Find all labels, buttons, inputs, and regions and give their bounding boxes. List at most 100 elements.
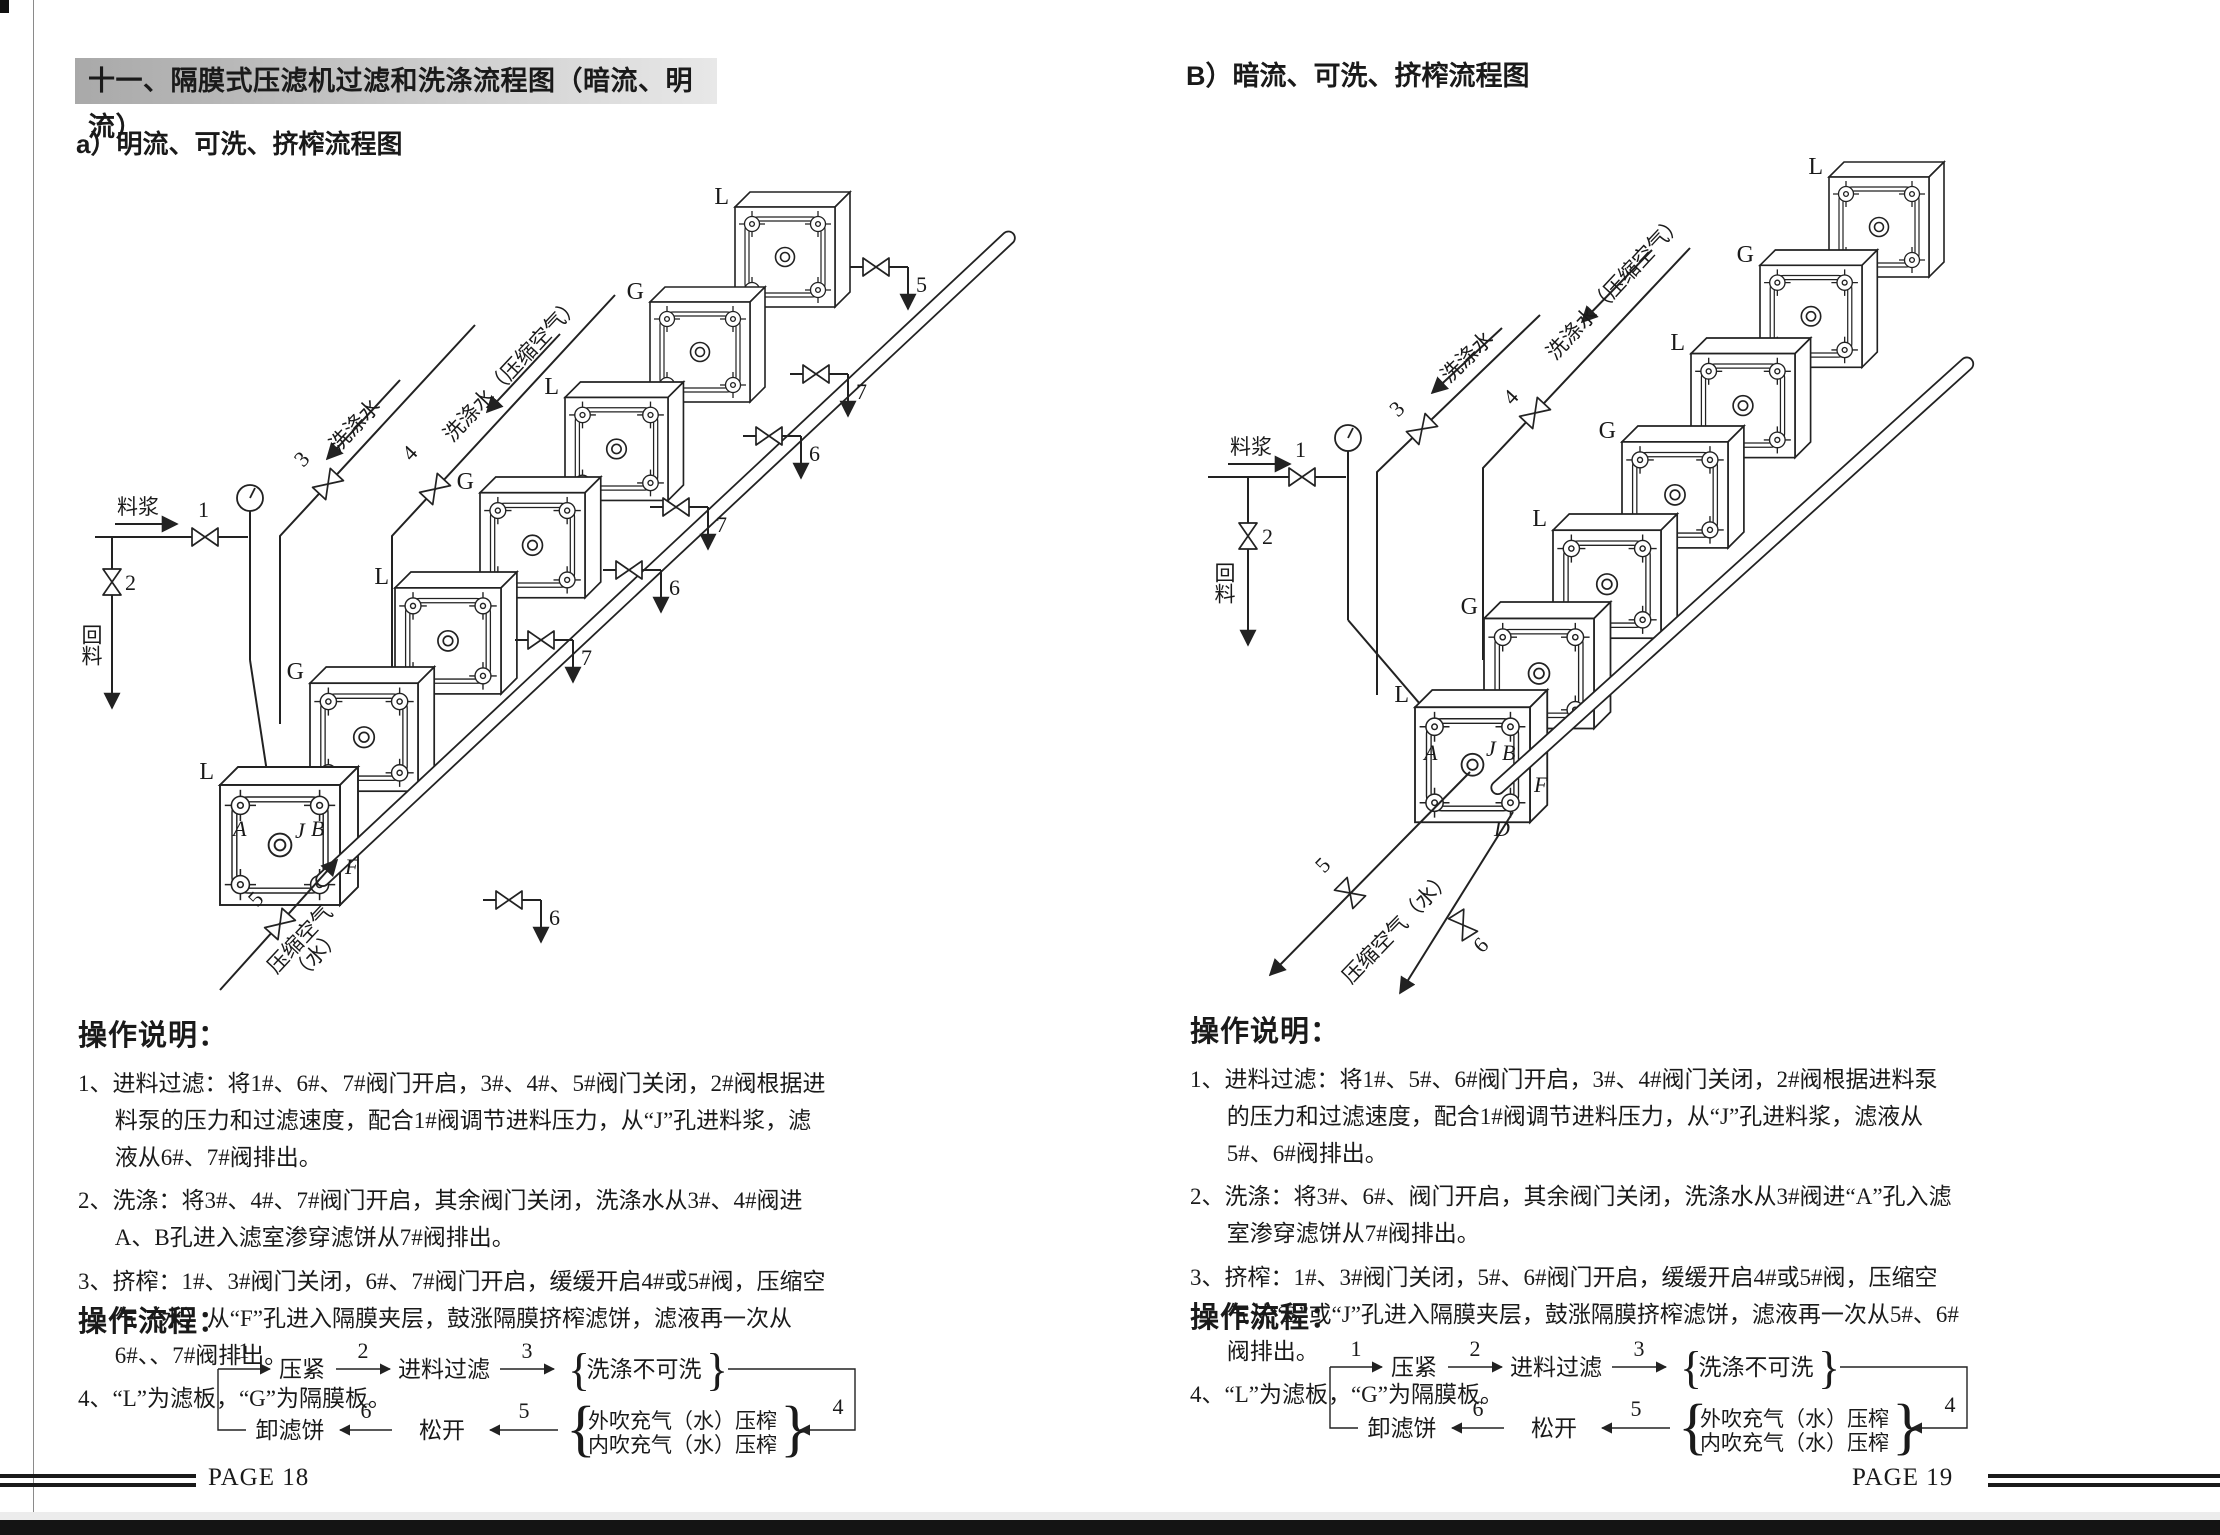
flow-chart-a: 1 2 3 4 5 6 压紧 进料过滤 { 洗涤不可洗 } 卸滤饼 松开 { 外… (217, 1338, 856, 1463)
port-j-label: J (1486, 736, 1497, 761)
flow-step-5: 5 (1631, 1396, 1642, 1421)
flow-node-wash: 洗涤不可洗 (1699, 1355, 1814, 1380)
pressure-gauge-icon (236, 484, 264, 512)
page-border-left (33, 0, 34, 1520)
plate-label: G (1461, 594, 1478, 620)
drain-valves (483, 257, 917, 944)
flow-step-4: 4 (1945, 1392, 1956, 1417)
brace-open: { (566, 1395, 596, 1463)
plate-label: G (457, 469, 474, 495)
press-beam (315, 230, 1016, 887)
brace-open: { (1678, 1393, 1708, 1461)
instruction-item: 2、洗涤：将3#、4#、7#阀门开启，其余阀门关闭，洗涤水从3#、4#阀进A、B… (78, 1188, 803, 1251)
instruction-item: 4、“L”为滤板，“G”为隔膜板。 (78, 1386, 391, 1412)
port-a-label: A (1422, 740, 1438, 765)
flow-step-3: 3 (1634, 1336, 1645, 1361)
wash-label: 洗涤水 (1436, 326, 1498, 387)
flow-step-2: 2 (358, 1338, 369, 1363)
instruction-item: 2、洗涤：将3#、6#、阀门开启，其余阀门关闭，洗涤水从3#阀进“A”孔入滤室渗… (1190, 1184, 1952, 1247)
plate-label: L (1670, 330, 1685, 356)
flow-node-squeeze-in: 内吹充气（水）压榨 (1700, 1431, 1889, 1455)
instruction-item: 3、挤榨：1#、3#阀门关闭，5#、6#阀门开启，缓缓开启4#或5#阀，压缩空气… (1190, 1264, 1959, 1364)
port-d-label: D (1493, 816, 1510, 841)
plate-label: G (287, 659, 304, 685)
drain-label: 6 (669, 575, 680, 600)
drain-label: 6 (809, 441, 820, 466)
port-j-label: J (295, 818, 306, 843)
bottom-scan-bar (0, 1520, 2220, 1535)
footer-rule (1988, 1483, 2220, 1487)
plate-label: L (714, 184, 729, 210)
valve-5-label: 5 (1310, 852, 1336, 877)
line-valves (1238, 396, 1552, 550)
instruction-item: 3、挤榨：1#、3#阀门关闭，6#、7#阀门开启，缓缓开启4#或5#阀，压缩空气… (78, 1268, 826, 1368)
flow-step-2: 2 (1470, 1336, 1481, 1361)
plate-label: L (1394, 682, 1409, 708)
footer-rule (0, 1483, 196, 1487)
flow-node-press: 压紧 (1391, 1355, 1437, 1380)
flow-node-press: 压紧 (279, 1357, 325, 1382)
plate-label: L (374, 564, 389, 590)
valve-1-label: 1 (1295, 437, 1306, 462)
reflux-label: 回料 (79, 624, 103, 666)
plate-label: G (627, 279, 644, 305)
diagram-b-title: B）暗流、可洗、挤榨流程图 (1186, 61, 1530, 91)
flow-step-1: 1 (1351, 1336, 1362, 1361)
flow-step-4: 4 (833, 1394, 844, 1419)
port-b-label: B (1502, 740, 1515, 765)
feed-piping (1208, 451, 1469, 761)
instructions-heading: 操作说明： (78, 1020, 229, 1052)
flow-node-loosen: 松开 (419, 1418, 465, 1443)
valve-1-label: 1 (198, 497, 209, 522)
feed-label: 料浆 (1230, 435, 1272, 459)
instruction-item: 4、“L”为滤板，“G”为隔膜板。 (1190, 1382, 1503, 1408)
flow-step-6: 6 (1473, 1396, 1484, 1421)
valve-4-label: 4 (1498, 384, 1524, 409)
plate-label: L (1808, 154, 1823, 180)
plate-label: L (1532, 506, 1547, 532)
reflux-label: 回料 (1212, 562, 1236, 604)
footer-rule (1988, 1474, 2220, 1478)
footer-rule (0, 1474, 196, 1478)
flow-node-feed: 进料过滤 (398, 1357, 490, 1382)
brace-open: { (1680, 1342, 1702, 1393)
port-a-label: A (231, 816, 247, 841)
line-valves (102, 467, 452, 596)
flow-node-discharge: 卸滤饼 (256, 1418, 325, 1443)
brace-close: } (780, 1395, 810, 1463)
flow-step-6: 6 (361, 1398, 372, 1423)
flow-heading: 操作流程： (78, 1306, 229, 1338)
flow-node-squeeze-in: 内吹充气（水）压榨 (588, 1433, 777, 1457)
drain-label: 6 (549, 905, 560, 930)
page-number-right: PAGE 19 (1852, 1464, 1954, 1491)
page-title: 十一、隔膜式压滤机过滤和洗涤流程图（暗流、明流） (75, 58, 717, 142)
squeeze-pipes (1268, 771, 1514, 995)
flow-heading: 操作流程： (1190, 1302, 1341, 1334)
plate-label: L (199, 759, 214, 785)
drain-label: 7 (716, 512, 727, 537)
wash-air-label: 洗涤水（压缩空气） (1542, 210, 1688, 365)
brace-open: { (568, 1344, 590, 1395)
instruction-item: 1、进料过滤：将1#、5#、6#阀门开启，3#、4#阀门关闭，2#阀根据进料泵的… (1190, 1067, 1938, 1166)
squeeze-label: 压缩空气（水） (1337, 866, 1456, 988)
flow-node-squeeze-out: 外吹充气（水）压榨 (1700, 1407, 1889, 1431)
corner-mark (0, 0, 9, 13)
plate-stack (1415, 162, 1944, 822)
diagram-a-filter-press: 料浆 回料 洗涤水 洗涤水（压缩空气） 压缩空气 （水） 1 2 3 4 5 5… (79, 184, 1016, 991)
valve-2-label: 2 (1262, 524, 1273, 549)
wash-piping (279, 294, 616, 724)
brace-close: } (1818, 1342, 1840, 1393)
flow-chart-b: 1 2 3 4 5 6 压紧 进料过滤 { 洗涤不可洗 } 卸滤饼 松开 { 外… (1329, 1336, 1968, 1461)
drain-label: 7 (856, 379, 867, 404)
port-f-label: F (344, 854, 359, 879)
valve-2-label: 2 (125, 570, 136, 595)
brace-close: } (706, 1344, 728, 1395)
squeeze-pipe (219, 858, 339, 991)
port-b-label: B (311, 816, 324, 841)
flow-step-1: 1 (239, 1338, 250, 1363)
drain-label: 7 (581, 645, 592, 670)
flow-step-3: 3 (522, 1338, 533, 1363)
press-beam (1490, 356, 1975, 796)
